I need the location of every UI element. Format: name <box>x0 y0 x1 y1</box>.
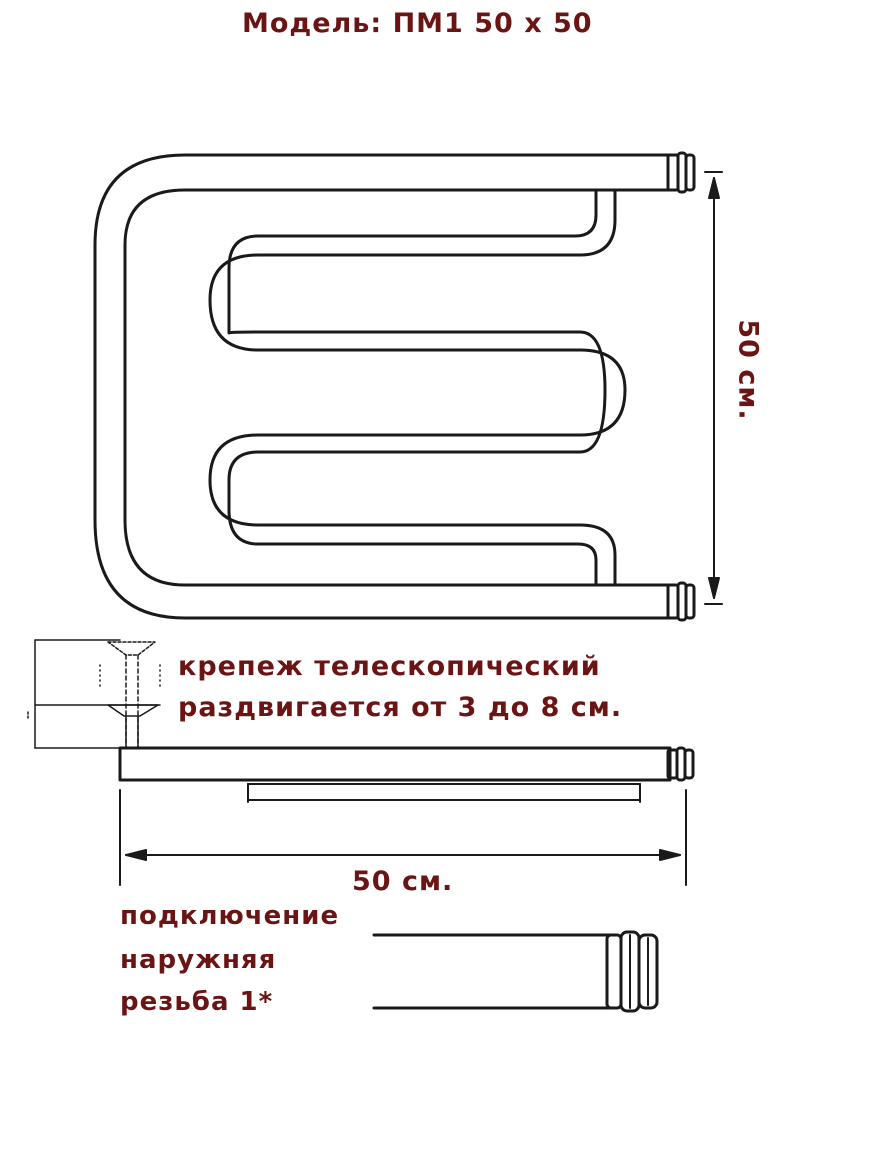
connection-note-line1: подключение <box>120 901 340 931</box>
rail-inner-contour <box>123 188 672 587</box>
top-thread-cap <box>666 151 696 194</box>
top-view-coil <box>247 783 641 803</box>
page-title: Модель: ПМ1 50 х 50 <box>242 8 593 39</box>
thread-connection-detail <box>372 930 659 1013</box>
width-dimension-label: 50 см. <box>352 866 454 897</box>
width-dimension-line <box>119 789 687 886</box>
mount-note-line2: раздвигается от 3 до 8 см. <box>178 692 623 723</box>
connection-note-line2: наружняя <box>120 945 277 975</box>
rail-outer-contour <box>93 153 672 620</box>
height-dimension-line <box>704 171 723 605</box>
top-view-pipe <box>118 746 695 782</box>
coil-outer-edge <box>208 188 627 587</box>
bottom-thread-cap <box>666 581 696 622</box>
coil-inner-edge <box>227 188 607 587</box>
mount-note-line1: крепеж телескопический <box>178 651 601 682</box>
telescopic-bracket <box>27 639 161 749</box>
height-dimension-label: 50 см. <box>732 319 764 421</box>
connection-note-line3: резьба 1* <box>120 987 274 1017</box>
